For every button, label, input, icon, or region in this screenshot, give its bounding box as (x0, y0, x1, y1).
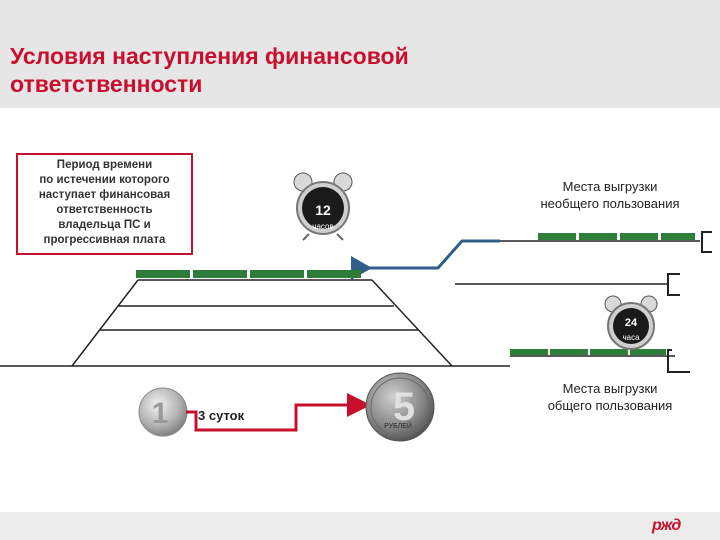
page-title: Условия наступления финансовой ответстве… (10, 43, 409, 97)
buffer-stop-middle (667, 273, 680, 296)
alarm-clock-icon: 24 часа (604, 295, 658, 350)
freight-wagon-icon (630, 349, 666, 355)
clock-12-unit: часов (312, 222, 333, 231)
clock-12-value: 12 (315, 202, 331, 218)
freight-wagon-icon (661, 233, 695, 240)
lower-places-label: Места выгрузки общего пользования (547, 381, 673, 413)
freight-wagon-icon (550, 349, 588, 355)
freight-wagon-icon (590, 349, 628, 355)
coin-one-value: 1 (152, 397, 169, 430)
buffer-stop-upper (701, 231, 712, 253)
header-band (0, 0, 720, 108)
period-textbox: Период времени по истечении которого нас… (16, 153, 193, 255)
track-fan (71, 279, 453, 367)
wagon-group-lower (510, 349, 666, 355)
clock-24-unit: часа (622, 333, 640, 342)
footer-band (0, 512, 720, 540)
coin-five-value: 5 (393, 385, 415, 429)
freight-wagon-icon (307, 270, 361, 278)
wagon-group-upper (538, 233, 695, 240)
freight-wagon-icon (579, 233, 617, 240)
alarm-clock-icon: 12 часов (293, 172, 353, 241)
coin-icon: 5 РУБЛЕЙ (365, 372, 435, 442)
clock-24-value: 24 (625, 317, 638, 329)
red-arrow (186, 393, 371, 432)
freight-wagon-icon (136, 270, 190, 278)
coin-five-unit: РУБЛЕЙ (384, 421, 412, 430)
rzd-logo: ржд (652, 517, 681, 534)
freight-wagon-icon (250, 270, 304, 278)
wagon-group-siding (136, 270, 361, 278)
upper-places-label: Места выгрузки необщего пользования (540, 179, 680, 211)
freight-wagon-icon (193, 270, 247, 278)
freight-wagon-icon (620, 233, 658, 240)
buffer-stop-lower (667, 349, 690, 373)
freight-wagon-icon (510, 349, 548, 355)
freight-wagon-icon (538, 233, 576, 240)
coin-icon: 1 (138, 387, 188, 437)
blue-arrow (351, 239, 500, 280)
days-label: 3 суток (198, 408, 245, 423)
